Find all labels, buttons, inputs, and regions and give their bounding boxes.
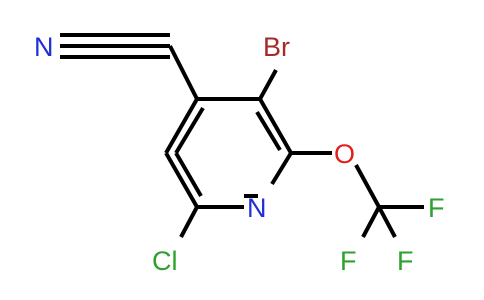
c-br-bond bbox=[258, 69, 278, 100]
atom-bromine: Br bbox=[263, 32, 290, 62]
ring-bond-c3-c2-inner bbox=[255, 110, 282, 152]
atom-nitrile-n: N bbox=[34, 32, 54, 62]
ring-bond-c6-c5 bbox=[164, 152, 199, 208]
atom-chlorine: Cl bbox=[152, 246, 178, 276]
nitrile-triple-bond bbox=[60, 33, 170, 59]
c-f2-bond bbox=[361, 206, 381, 238]
atom-fluorine-3: F bbox=[397, 246, 414, 276]
c-cl-bond bbox=[179, 206, 199, 238]
c-f3-bond bbox=[377, 206, 397, 238]
ring-bond-c6-c5-inner bbox=[174, 151, 203, 198]
ring-bond-c5-c4-inner bbox=[174, 106, 205, 155]
atom-oxygen: O bbox=[334, 139, 355, 169]
ring-bond-c5-c4 bbox=[164, 98, 199, 154]
atom-ring-n: N bbox=[247, 193, 267, 223]
o-cf3-bond bbox=[354, 164, 381, 208]
ring-bond-c2-n bbox=[270, 151, 293, 186]
ring-bond-c3-c2 bbox=[258, 98, 293, 154]
pyridine-ring bbox=[164, 97, 293, 209]
atom-fluorine-1: F bbox=[428, 193, 445, 223]
ch2-bond bbox=[168, 45, 199, 100]
atom-fluorine-2: F bbox=[340, 246, 357, 276]
